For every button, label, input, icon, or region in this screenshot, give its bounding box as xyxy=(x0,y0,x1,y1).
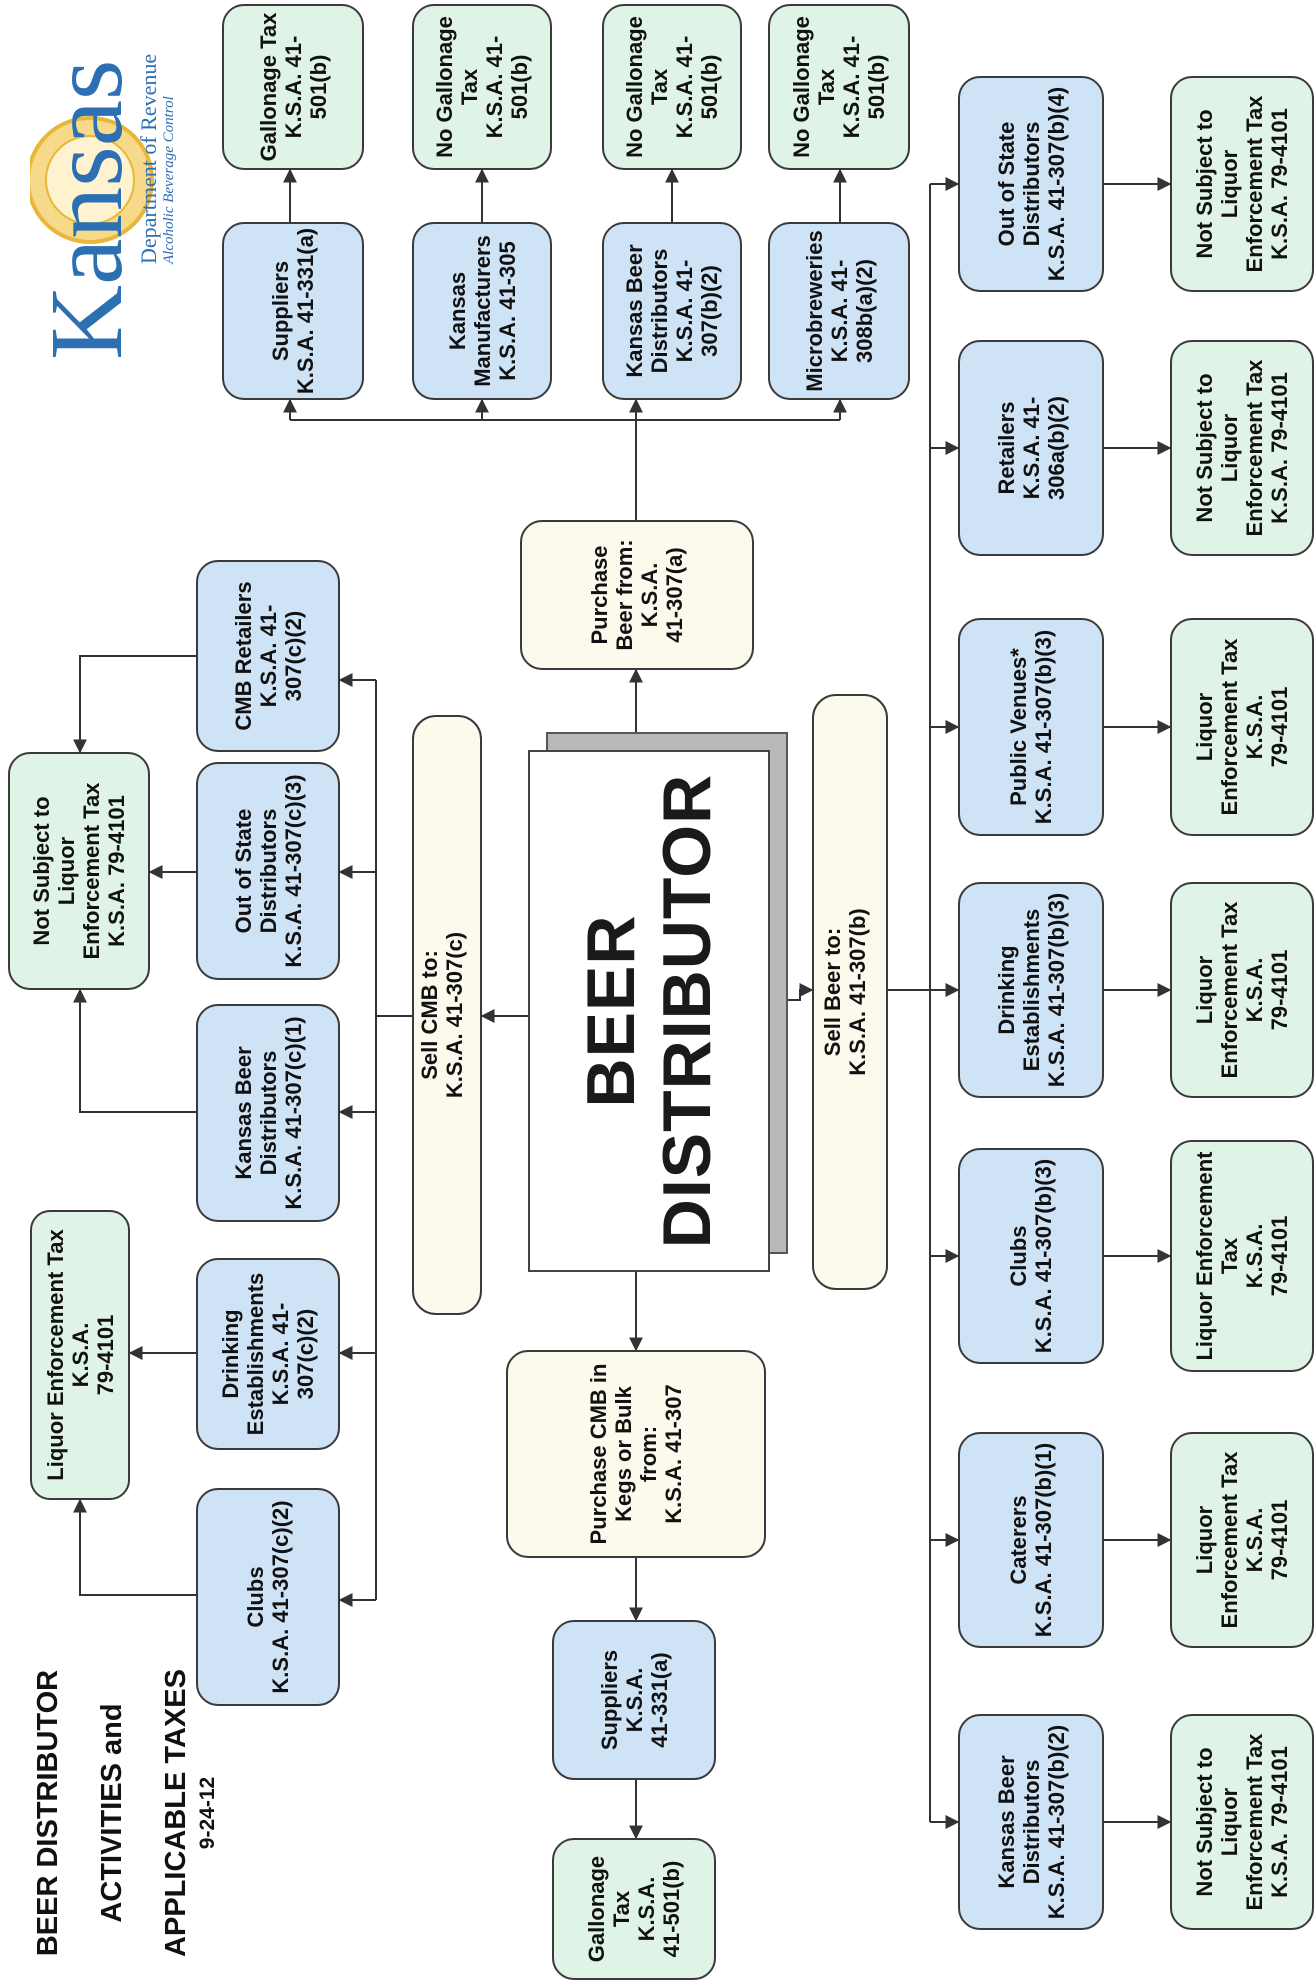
beer-kansas-beer-distributors-label: Kansas Beer Distributors K.S.A. 41-307(b… xyxy=(993,1724,1069,1920)
title-line-2: ACTIVITIES and xyxy=(96,1703,128,1923)
beer-tax-box-3: Liquor Enforcement Tax K.S.A. 79-4101 xyxy=(1170,618,1314,836)
no-gallonage-tax-box-2: No Gallonage Tax K.S.A. 41- 501(b) xyxy=(602,4,742,170)
cmb-retailers-box: CMB Retailers K.S.A. 41- 307(c)(2) xyxy=(196,560,340,752)
sunflower-seal-icon xyxy=(30,116,154,244)
gallonage-tax-box: Gallonage Tax K.S.A. 41- 501(b) xyxy=(222,4,364,170)
cmb-retailers-label: CMB Retailers K.S.A. 41- 307(c)(2) xyxy=(230,581,306,731)
gallonage-tax-label: Gallonage Tax K.S.A. 41- 501(b) xyxy=(255,12,331,162)
cmb-kansas-beer-distributors-label: Kansas Beer Distributors K.S.A. 41-307(c… xyxy=(230,1016,306,1210)
beer-tax-label-5: Liquor Enforcement Tax K.S.A. 79-4101 xyxy=(1192,1151,1292,1361)
beer-tax-label-1: Not Subject to Liquor Enforcement Tax K.… xyxy=(1192,95,1292,273)
cmb-supplier-label: Suppliers K.S.A. 41-331(a) xyxy=(596,1649,672,1751)
kansas-logo: Kansas Department of Revenue Alcoholic B… xyxy=(29,30,220,370)
beer-caterers-box: Caterers K.S.A. 41-307(b)(1) xyxy=(958,1432,1104,1648)
center-label: BEER DISTRIBUTOR xyxy=(573,773,725,1249)
purchase-beer-label: Purchase Beer from: K.S.A. 41-307(a) xyxy=(587,539,687,651)
cmb-not-subject-tax-box: Not Subject to Liquor Enforcement Tax K.… xyxy=(8,752,150,990)
logo-division: Alcoholic Beverage Control xyxy=(161,96,177,264)
cmb-out-of-state-distributors-box: Out of State Distributors K.S.A. 41-307(… xyxy=(196,762,340,980)
logo-kansas-word: Kansas xyxy=(29,59,144,360)
beer-drinking-establishments-label: Drinking Establishments K.S.A. 41-307(b)… xyxy=(993,892,1069,1088)
sell-cmb-label: Sell CMB to: K.S.A. 41-307(c) xyxy=(417,931,467,1099)
beer-clubs-label: Clubs K.S.A. 41-307(b)(3) xyxy=(1006,1158,1056,1354)
cmb-gallonage-tax-box: Gallonage Tax K.S.A. 41-501(b) xyxy=(552,1838,716,1980)
cmb-drinking-establishments-label: Drinking Establishments K.S.A. 41- 307(c… xyxy=(218,1272,318,1436)
beer-tax-box-6: Liquor Enforcement Tax K.S.A. 79-4101 xyxy=(1170,1432,1314,1648)
page-title: BEER DISTRIBUTOR ACTIVITIES and APPLICAB… xyxy=(0,1640,219,1986)
beer-tax-box-5: Liquor Enforcement Tax K.S.A. 79-4101 xyxy=(1170,1140,1314,1372)
kansas-beer-distributors-source-box: Kansas Beer Distributors K.S.A. 41- 307(… xyxy=(602,222,742,400)
no-gallonage-tax-label-3: No Gallonage Tax K.S.A. 41- 501(b) xyxy=(789,16,889,158)
no-gallonage-tax-label-2: No Gallonage Tax K.S.A. 41- 501(b) xyxy=(622,16,722,158)
beer-distributor-box: BEER DISTRIBUTOR xyxy=(528,750,770,1272)
cmb-clubs-label: Clubs K.S.A. 41-307(c)(2) xyxy=(243,1500,293,1694)
beer-tax-label-4: Liquor Enforcement Tax K.S.A. 79-4101 xyxy=(1192,901,1292,1079)
title-line-3: APPLICABLE TAXES xyxy=(160,1669,192,1957)
sell-cmb-hub: Sell CMB to: K.S.A. 41-307(c) xyxy=(412,715,482,1315)
beer-caterers-label: Caterers K.S.A. 41-307(b)(1) xyxy=(1006,1442,1056,1638)
purchase-cmb-hub: Purchase CMB in Kegs or Bulk from: K.S.A… xyxy=(506,1350,766,1558)
microbreweries-label: Microbreweries K.S.A. 41- 308b(a)(2) xyxy=(801,230,877,392)
cmb-drinking-establishments-box: Drinking Establishments K.S.A. 41- 307(c… xyxy=(196,1258,340,1450)
beer-retailers-box: Retailers K.S.A. 41- 306a(b)(2) xyxy=(958,340,1104,556)
beer-public-venues-label: Public Venues* K.S.A. 41-307(b)(3) xyxy=(1006,629,1056,825)
cmb-clubs-box: Clubs K.S.A. 41-307(c)(2) xyxy=(196,1488,340,1706)
no-gallonage-tax-box-1: No Gallonage Tax K.S.A. 41- 501(b) xyxy=(412,4,552,170)
beer-retailers-label: Retailers K.S.A. 41- 306a(b)(2) xyxy=(993,396,1069,500)
kansas-manufacturers-box: Kansas Manufacturers K.S.A. 41-305 xyxy=(412,222,552,400)
beer-kansas-beer-distributors-box: Kansas Beer Distributors K.S.A. 41-307(b… xyxy=(958,1714,1104,1930)
beer-tax-box-7: Not Subject to Liquor Enforcement Tax K.… xyxy=(1170,1714,1314,1930)
no-gallonage-tax-label-1: No Gallonage Tax K.S.A. 41- 501(b) xyxy=(432,16,532,158)
supplier-label: Suppliers K.S.A. 41-331(a) xyxy=(268,227,318,395)
beer-tax-label-2: Not Subject to Liquor Enforcement Tax K.… xyxy=(1192,359,1292,537)
beer-tax-label-7: Not Subject to Liquor Enforcement Tax K.… xyxy=(1192,1733,1292,1911)
cmb-out-of-state-distributors-label: Out of State Distributors K.S.A. 41-307(… xyxy=(230,774,306,968)
cmb-liquor-enforcement-tax-box: Liquor Enforcement Tax K.S.A. 79-4101 xyxy=(30,1210,130,1500)
beer-public-venues-box: Public Venues* K.S.A. 41-307(b)(3) xyxy=(958,618,1104,836)
title-line-1: BEER DISTRIBUTOR xyxy=(32,1669,64,1957)
no-gallonage-tax-box-3: No Gallonage Tax K.S.A. 41- 501(b) xyxy=(768,4,910,170)
microbreweries-box: Microbreweries K.S.A. 41- 308b(a)(2) xyxy=(768,222,910,400)
beer-tax-label-3: Liquor Enforcement Tax K.S.A. 79-4101 xyxy=(1192,638,1292,816)
beer-tax-label-6: Liquor Enforcement Tax K.S.A. 79-4101 xyxy=(1192,1451,1292,1629)
purchase-beer-hub: Purchase Beer from: K.S.A. 41-307(a) xyxy=(520,520,754,670)
sell-beer-hub: Sell Beer to: K.S.A. 41-307(b) xyxy=(812,694,888,1290)
kansas-beer-distributors-source-label: Kansas Beer Distributors K.S.A. 41- 307(… xyxy=(622,244,722,378)
cmb-not-subject-tax-label: Not Subject to Liquor Enforcement Tax K.… xyxy=(29,782,129,960)
supplier-box: Suppliers K.S.A. 41-331(a) xyxy=(222,222,364,400)
kansas-manufacturers-label: Kansas Manufacturers K.S.A. 41-305 xyxy=(444,235,520,387)
purchase-cmb-label: Purchase CMB in Kegs or Bulk from: K.S.A… xyxy=(586,1363,686,1545)
beer-clubs-box: Clubs K.S.A. 41-307(b)(3) xyxy=(958,1148,1104,1364)
cmb-supplier-box: Suppliers K.S.A. 41-331(a) xyxy=(552,1620,716,1780)
beer-tax-box-1: Not Subject to Liquor Enforcement Tax K.… xyxy=(1170,76,1314,292)
beer-out-of-state-distributors-box: Out of State Distributors K.S.A. 41-307(… xyxy=(958,76,1104,292)
sell-beer-label: Sell Beer to: K.S.A. 41-307(b) xyxy=(820,908,870,1076)
logo-department: Department of Revenue xyxy=(136,53,161,264)
cmb-kansas-beer-distributors-box: Kansas Beer Distributors K.S.A. 41-307(c… xyxy=(196,1004,340,1222)
beer-drinking-establishments-box: Drinking Establishments K.S.A. 41-307(b)… xyxy=(958,882,1104,1098)
cmb-liquor-enforcement-tax-label: Liquor Enforcement Tax K.S.A. 79-4101 xyxy=(42,1229,118,1481)
beer-tax-box-2: Not Subject to Liquor Enforcement Tax K.… xyxy=(1170,340,1314,556)
beer-tax-box-4: Liquor Enforcement Tax K.S.A. 79-4101 xyxy=(1170,882,1314,1098)
beer-out-of-state-distributors-label: Out of State Distributors K.S.A. 41-307(… xyxy=(993,86,1069,282)
cmb-gallonage-tax-label: Gallonage Tax K.S.A. 41-501(b) xyxy=(584,1855,684,1963)
